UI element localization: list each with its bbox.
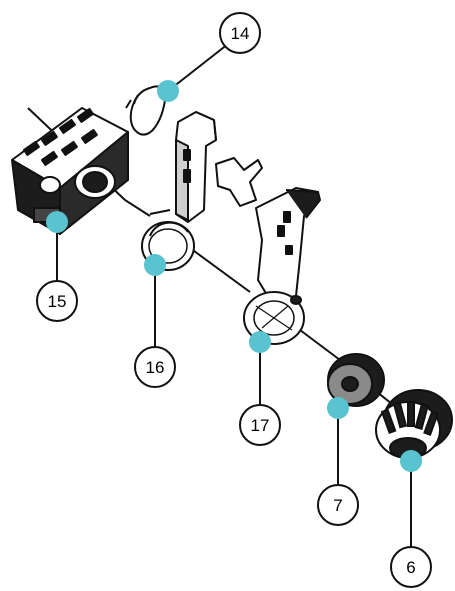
callout-17: 17 [239,404,281,446]
marker-6 [400,450,422,472]
part-markers [46,80,422,472]
slotted-plate-icon [215,157,321,345]
callout-label-16: 16 [146,358,165,377]
callout-label-7: 7 [333,496,342,515]
callout-6: 6 [390,546,432,588]
callout-14: 14 [219,12,261,54]
marker-7 [327,397,349,419]
knurled-knob-icon [375,389,453,459]
marker-17 [249,331,271,353]
washer-icon [327,353,385,407]
callout-label-15: 15 [48,292,67,311]
leader-lines [56,43,412,550]
connector-housing-icon [11,107,129,235]
marker-14 [157,80,179,102]
callout-15: 15 [36,280,78,322]
callout-label-6: 6 [406,558,415,577]
marker-15 [46,211,68,233]
callout-label-14: 14 [231,24,250,43]
callout-label-17: 17 [251,416,270,435]
callout-16: 16 [134,346,176,388]
ring-bracket-icon [141,111,217,271]
callout-7: 7 [317,484,359,526]
marker-16 [144,254,166,276]
